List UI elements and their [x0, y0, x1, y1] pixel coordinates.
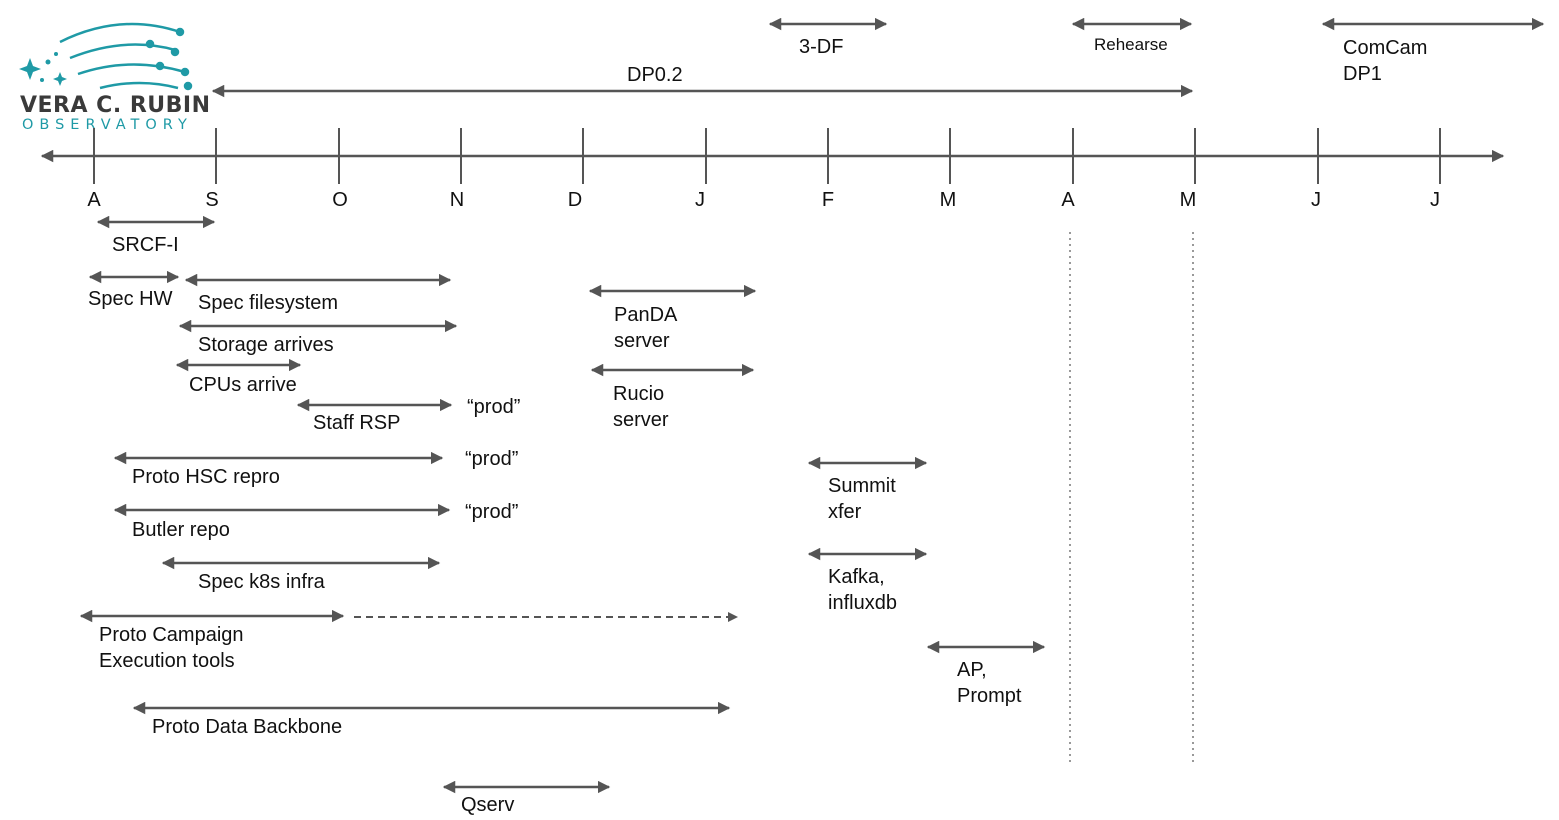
proto-hsc-label: Proto HSC repro — [132, 466, 280, 488]
srcf-label: SRCF-I — [112, 234, 179, 256]
month-label: F — [822, 189, 834, 211]
month-label: A — [87, 189, 101, 211]
summit-label-line2: xfer — [828, 501, 862, 523]
campaign-label-line2: Execution tools — [99, 650, 235, 672]
logo-title: VERA C. RUBIN — [20, 93, 211, 118]
kafka-label-line1: Kafka, — [828, 566, 885, 588]
prod-label: “prod” — [465, 448, 518, 470]
data-backbone-label: Proto Data Backbone — [152, 716, 342, 738]
rehearse-label: Rehearse — [1094, 35, 1168, 54]
campaign-label-line1: Proto Campaign — [99, 624, 244, 646]
month-label: O — [332, 189, 348, 211]
staff-rsp-label: Staff RSP — [313, 412, 400, 434]
rucio-label-line1: Rucio — [613, 383, 664, 405]
logo-subtitle: OBSERVATORY — [22, 117, 193, 133]
month-label: J — [1311, 189, 1321, 211]
dp1-label: DP1 — [1343, 63, 1382, 85]
spec-k8s-label: Spec k8s infra — [198, 571, 326, 593]
spec-fs-label: Spec filesystem — [198, 292, 338, 314]
storage-label: Storage arrives — [198, 334, 334, 356]
panda-label-line2: server — [614, 330, 670, 352]
panda-label-line1: PanDA — [614, 304, 678, 326]
month-label: M — [940, 189, 957, 211]
summit-label-line1: Summit — [828, 475, 896, 497]
ap-label-line2: Prompt — [957, 685, 1022, 707]
cpus-label: CPUs arrive — [189, 374, 297, 396]
month-labels: A S O N D J F M A M J J — [87, 189, 1440, 211]
month-label: D — [568, 189, 582, 211]
month-ticks — [93, 128, 1441, 184]
comcam-label: ComCam — [1343, 37, 1427, 59]
logo-constellation-icon — [59, 22, 193, 91]
ap-label-line1: AP, — [957, 659, 987, 681]
prod-label: “prod” — [465, 501, 518, 523]
month-label: A — [1061, 189, 1075, 211]
spec-hw-label: Spec HW — [88, 288, 173, 310]
dp02-label: DP0.2 — [627, 64, 683, 86]
rucio-label-line2: server — [613, 409, 669, 431]
butler-label: Butler repo — [132, 519, 230, 541]
month-label: M — [1180, 189, 1197, 211]
month-label: J — [1430, 189, 1440, 211]
month-label: J — [695, 189, 705, 211]
kafka-label-line2: influxdb — [828, 592, 897, 614]
prod-label: “prod” — [467, 396, 520, 418]
month-label: N — [450, 189, 464, 211]
three-df-label: 3-DF — [799, 36, 843, 58]
logo-sparkle-icon — [19, 52, 67, 86]
month-label: S — [205, 189, 218, 211]
qserv-label: Qserv — [461, 794, 514, 816]
rubin-logo: VERA C. RUBIN OBSERVATORY — [19, 22, 211, 133]
